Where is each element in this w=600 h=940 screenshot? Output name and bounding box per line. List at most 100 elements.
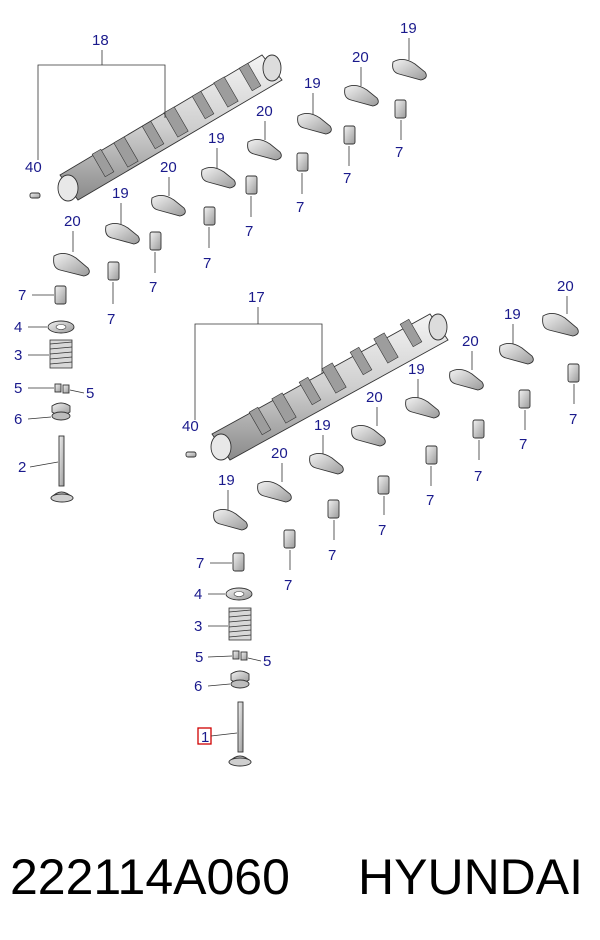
rocker-arm[interactable] xyxy=(449,369,484,391)
exhaust-valve[interactable] xyxy=(50,435,74,503)
label-4: 4 xyxy=(194,586,202,603)
rocker-arm[interactable] xyxy=(201,167,236,189)
label-20: 20 xyxy=(462,333,479,350)
valve-spring[interactable] xyxy=(49,339,73,369)
label-3: 3 xyxy=(14,347,22,364)
lash-adjuster[interactable] xyxy=(472,419,485,439)
label-20: 20 xyxy=(557,278,574,295)
rocker-arm[interactable] xyxy=(247,139,282,161)
label-40-top: 40 xyxy=(25,159,42,176)
rocker-arm[interactable] xyxy=(499,343,534,365)
label-19: 19 xyxy=(218,472,235,489)
label-4: 4 xyxy=(14,319,22,336)
label-7: 7 xyxy=(203,255,211,272)
lash-adjuster[interactable] xyxy=(245,175,258,195)
label-19: 19 xyxy=(112,185,129,202)
lash-adjuster[interactable] xyxy=(377,475,390,495)
rocker-arm[interactable] xyxy=(392,59,427,81)
label-20: 20 xyxy=(352,49,369,66)
lash-adjuster[interactable] xyxy=(343,125,356,145)
label-40-bottom: 40 xyxy=(182,418,199,435)
label-7: 7 xyxy=(426,492,434,509)
label-19: 19 xyxy=(400,20,417,37)
label-7: 7 xyxy=(378,522,386,539)
rocker-arm[interactable] xyxy=(151,195,186,217)
part-number: 222114A060 xyxy=(10,849,290,905)
valve-cotter[interactable] xyxy=(54,383,62,393)
rocker-arm[interactable] xyxy=(213,509,248,531)
rocker-arm[interactable] xyxy=(344,85,379,107)
camshaft-intake[interactable] xyxy=(57,54,283,202)
rocker-arm[interactable] xyxy=(53,253,90,277)
label-7: 7 xyxy=(328,547,336,564)
label-20: 20 xyxy=(256,103,273,120)
label-19: 19 xyxy=(208,130,225,147)
lash-adjuster[interactable] xyxy=(518,389,531,409)
rocker-group-top: 19 7 20 7 19 7 20 7 19 xyxy=(53,20,427,328)
brand-name: HYUNDAI xyxy=(358,849,584,905)
pin-bottom[interactable] xyxy=(185,451,197,458)
valve-cotter[interactable] xyxy=(232,650,240,660)
label-5: 5 xyxy=(263,653,271,670)
label-19: 19 xyxy=(304,75,321,92)
label-20: 20 xyxy=(271,445,288,462)
rocker-arm[interactable] xyxy=(405,397,440,419)
label-19: 19 xyxy=(408,361,425,378)
label-20: 20 xyxy=(366,389,383,406)
lash-adjuster[interactable] xyxy=(394,99,407,119)
valve-cotter[interactable] xyxy=(62,384,70,394)
label-19: 19 xyxy=(504,306,521,323)
label-7: 7 xyxy=(296,199,304,216)
label-7: 7 xyxy=(474,468,482,485)
pin-top[interactable] xyxy=(29,192,41,199)
label-7: 7 xyxy=(245,223,253,240)
rocker-arm[interactable] xyxy=(309,453,344,475)
rocker-arm[interactable] xyxy=(297,113,332,135)
caption-bar: 222114A060 HYUNDAI xyxy=(0,830,600,940)
label-7: 7 xyxy=(519,436,527,453)
label-2: 2 xyxy=(18,459,26,476)
valve-stack-left: 7 4 3 5 5 6 xyxy=(14,285,94,503)
rocker-arm[interactable] xyxy=(257,481,292,503)
label-6: 6 xyxy=(14,411,22,428)
lash-adjuster[interactable] xyxy=(232,552,245,572)
label-5: 5 xyxy=(14,380,22,397)
rocker-group-bottom: 20 7 19 7 20 7 19 7 20 xyxy=(213,278,580,594)
label-3: 3 xyxy=(194,618,202,635)
lash-adjuster[interactable] xyxy=(296,152,309,172)
label-7: 7 xyxy=(107,311,115,328)
lash-adjuster[interactable] xyxy=(149,231,162,251)
rocker-arm[interactable] xyxy=(105,223,140,245)
label-19: 19 xyxy=(314,417,331,434)
parts-diagram: 18 40 19 7 20 7 19 7 20 7 xyxy=(14,20,580,767)
label-7: 7 xyxy=(395,144,403,161)
label-6: 6 xyxy=(194,678,202,695)
label-7: 7 xyxy=(569,411,577,428)
label-7: 7 xyxy=(284,577,292,594)
label-17: 17 xyxy=(248,289,265,306)
lash-adjuster[interactable] xyxy=(203,206,216,226)
label-18: 18 xyxy=(92,32,109,49)
label-7: 7 xyxy=(343,170,351,187)
valve-spring[interactable] xyxy=(228,607,252,641)
intake-valve[interactable] xyxy=(228,701,252,767)
label-7: 7 xyxy=(196,555,204,572)
label-7: 7 xyxy=(149,279,157,296)
label-20: 20 xyxy=(160,159,177,176)
camshaft-exhaust[interactable] xyxy=(210,313,449,461)
rocker-arm[interactable] xyxy=(542,313,579,337)
lash-adjuster[interactable] xyxy=(107,261,120,281)
rocker-arm[interactable] xyxy=(351,425,386,447)
lash-adjuster[interactable] xyxy=(283,529,296,549)
label-20: 20 xyxy=(64,213,81,230)
lash-adjuster[interactable] xyxy=(425,445,438,465)
lash-adjuster[interactable] xyxy=(54,285,67,305)
valve-cotter[interactable] xyxy=(240,651,248,661)
label-7: 7 xyxy=(18,287,26,304)
lash-adjuster[interactable] xyxy=(567,363,580,383)
label-1: 1 xyxy=(201,729,209,746)
lash-adjuster[interactable] xyxy=(327,499,340,519)
label-5: 5 xyxy=(86,385,94,402)
valve-stack-center: 7 4 3 5 5 6 xyxy=(194,552,271,767)
label-5: 5 xyxy=(195,649,203,666)
